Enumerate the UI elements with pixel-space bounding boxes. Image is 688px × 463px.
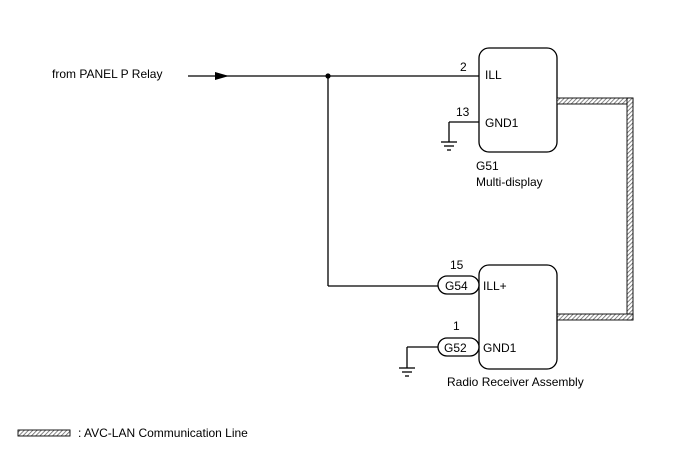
pin-label: ILL+ <box>483 279 507 293</box>
radio-receiver-component: 15 G54 ILL+ 1 G52 GND1 Radio Receiver As… <box>437 258 584 389</box>
pin-number: 13 <box>456 105 470 119</box>
pin-label: ILL <box>485 68 502 82</box>
connector-code: G54 <box>445 279 468 293</box>
input-wire <box>188 72 480 287</box>
radio-receiver-box <box>478 264 558 370</box>
connector-oval <box>437 275 480 295</box>
input-label: from PANEL P Relay <box>52 67 162 81</box>
pin-number: 15 <box>450 258 464 272</box>
connector-code: G52 <box>444 341 467 355</box>
pin-number: 2 <box>460 60 467 74</box>
ground-icon <box>399 346 438 377</box>
ground-icon <box>441 121 479 151</box>
arrow-icon <box>215 72 229 80</box>
pin-number: 1 <box>453 319 460 333</box>
pin-label: GND1 <box>485 116 519 130</box>
legend-swatch <box>17 429 71 437</box>
component-name: Radio Receiver Assembly <box>447 375 584 389</box>
legend-label: : AVC-LAN Communication Line <box>78 426 248 440</box>
multi-display-component: 2 ILL 13 GND1 G51 Multi-display <box>456 47 558 189</box>
avc-lan-line <box>556 97 634 321</box>
connector-code: G51 <box>476 159 499 173</box>
pin-label: GND1 <box>483 341 517 355</box>
component-name: Multi-display <box>476 175 543 189</box>
multi-display-box <box>478 47 558 153</box>
legend: : AVC-LAN Communication Line <box>17 426 248 440</box>
